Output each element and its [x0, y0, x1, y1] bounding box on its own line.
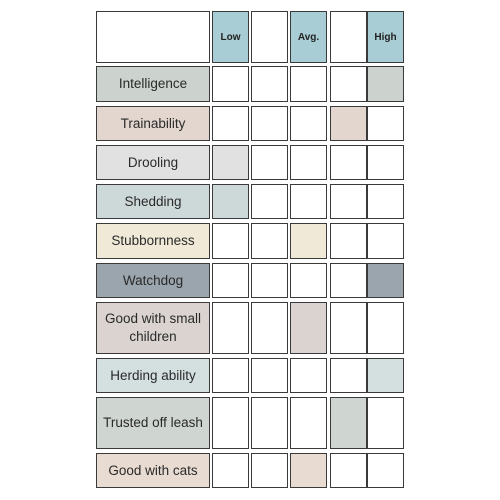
rating-cell: [251, 302, 288, 354]
rating-cell: [212, 263, 249, 298]
rating-cell-filled: [367, 66, 404, 102]
rating-cell-filled: [290, 302, 327, 354]
column-header-avg: Avg.: [290, 11, 327, 63]
rating-cell-filled: [290, 453, 327, 488]
trait-label-shedding: Shedding: [96, 184, 210, 219]
rating-cell: [330, 66, 367, 102]
trait-label-stubbornness: Stubbornness: [96, 223, 210, 259]
rating-cell: [290, 358, 327, 393]
rating-cell: [330, 263, 367, 298]
rating-cell-filled: [367, 263, 404, 298]
rating-cell: [212, 302, 249, 354]
rating-cell: [251, 223, 288, 259]
column-header-high: High: [367, 11, 404, 63]
rating-cell: [330, 223, 367, 259]
trait-label-intelligence: Intelligence: [96, 66, 210, 102]
rating-cell-filled: [367, 358, 404, 393]
rating-cell: [330, 302, 367, 354]
rating-cell: [290, 106, 327, 141]
rating-cell: [367, 453, 404, 488]
rating-cell-filled: [330, 397, 367, 449]
rating-cell: [367, 397, 404, 449]
rating-cell: [212, 223, 249, 259]
rating-cell: [251, 66, 288, 102]
rating-cell: [251, 453, 288, 488]
rating-cell-filled: [290, 223, 327, 259]
rating-cell: [290, 145, 327, 180]
rating-cell: [251, 263, 288, 298]
rating-cell: [212, 106, 249, 141]
trait-label-good-with-cats: Good with cats: [96, 453, 210, 488]
rating-cell: [330, 184, 367, 219]
column-header-blank-1: [251, 11, 288, 63]
rating-cell: [290, 184, 327, 219]
rating-cell: [290, 66, 327, 102]
rating-cell: [212, 397, 249, 449]
rating-cell: [251, 184, 288, 219]
rating-cell: [290, 263, 327, 298]
trait-label-trusted-off-leash: Trusted off leash: [96, 397, 210, 449]
rating-cell: [330, 145, 367, 180]
trait-label-good-with-small-children: Good with small children: [96, 302, 210, 354]
rating-cell: [330, 453, 367, 488]
rating-cell-filled: [212, 145, 249, 180]
rating-cell: [367, 145, 404, 180]
rating-cell: [367, 223, 404, 259]
rating-cell: [290, 397, 327, 449]
trait-label-herding-ability: Herding ability: [96, 358, 210, 393]
rating-cell: [251, 397, 288, 449]
rating-cell: [367, 106, 404, 141]
trait-label-trainability: Trainability: [96, 106, 210, 141]
rating-cell-filled: [212, 184, 249, 219]
rating-cell: [251, 358, 288, 393]
rating-cell: [330, 358, 367, 393]
column-header-blank-3: [330, 11, 367, 63]
column-header-low: Low: [212, 11, 249, 63]
rating-cell: [251, 145, 288, 180]
rating-cell: [367, 302, 404, 354]
rating-cell: [251, 106, 288, 141]
rating-cell: [212, 358, 249, 393]
rating-cell: [212, 66, 249, 102]
trait-label-watchdog: Watchdog: [96, 263, 210, 298]
rating-cell-filled: [330, 106, 367, 141]
rating-cell: [367, 184, 404, 219]
header-blank-cell: [96, 11, 210, 63]
rating-cell: [212, 453, 249, 488]
trait-label-drooling: Drooling: [96, 145, 210, 180]
